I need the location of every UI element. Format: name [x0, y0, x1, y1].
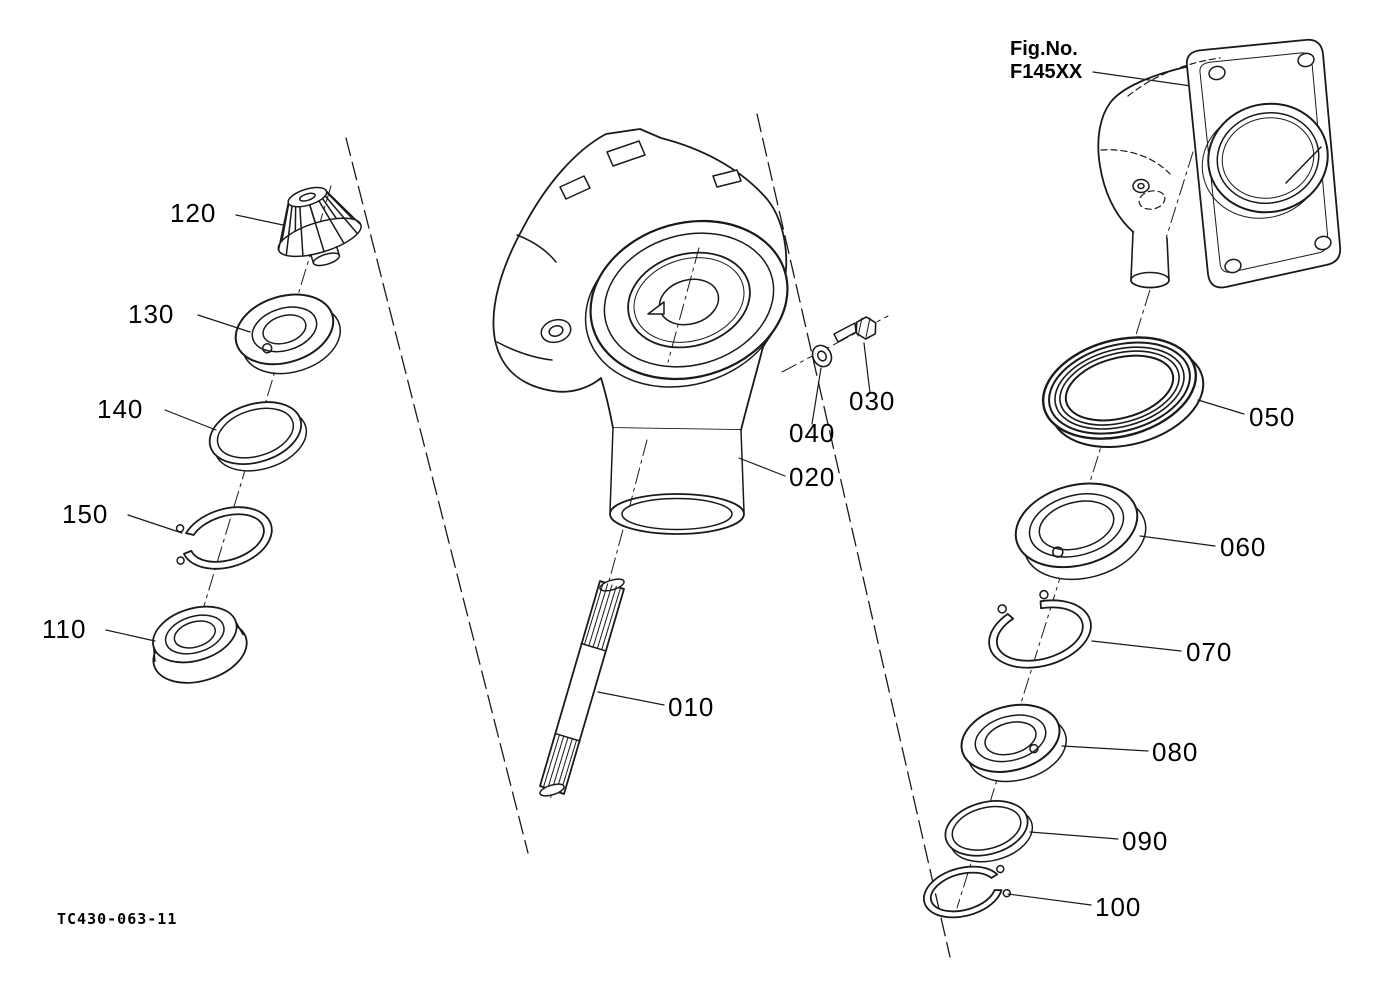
part-040-washer — [811, 344, 833, 368]
leader-140 — [164, 409, 217, 431]
fig-no-value: F145XX — [1010, 61, 1083, 83]
leader-040 — [811, 367, 822, 425]
centerline-overlays — [629, 247, 700, 506]
part-label-130: 130 — [128, 299, 175, 329]
leader-080 — [1061, 745, 1149, 752]
leader-010 — [597, 691, 665, 706]
leader-lines — [105, 214, 1245, 906]
part-label-010: 010 — [668, 692, 715, 722]
part-080-bearing — [960, 703, 1067, 783]
phantom-line-right — [756, 113, 951, 958]
part-label-060: 060 — [1220, 532, 1267, 562]
part-070-snap-ring — [988, 589, 1092, 669]
part-020-gear-case — [492, 128, 789, 535]
part-label-150: 150 — [62, 499, 109, 529]
part-label-050: 050 — [1249, 402, 1296, 432]
phantom-boundary-lines — [345, 113, 951, 958]
leader-060 — [1139, 535, 1216, 547]
leader-150 — [127, 514, 183, 534]
part-label-070: 070 — [1186, 637, 1233, 667]
part-150-snap-ring — [175, 506, 273, 570]
part-140-shim-ring — [208, 401, 308, 472]
part-label-020: 020 — [789, 462, 836, 492]
leader-050 — [1197, 399, 1245, 415]
leader-030 — [863, 342, 871, 394]
part-030-bolt — [833, 316, 877, 343]
part-120-bevel-pinion — [277, 186, 362, 267]
part-110-collar — [152, 605, 248, 684]
fig-no-label: Fig.No. — [1010, 38, 1078, 60]
leader-020 — [738, 457, 786, 477]
part-label-030: 030 — [849, 386, 896, 416]
phantom-line-left — [345, 137, 529, 854]
part-090-shim-ring — [944, 800, 1034, 863]
part-label-140: 140 — [97, 394, 144, 424]
part-label-090: 090 — [1122, 826, 1169, 856]
part-label-040: 040 — [789, 418, 836, 448]
leader-090 — [1029, 831, 1119, 840]
leader-100 — [1007, 893, 1092, 906]
part-010-splined-shaft — [539, 578, 625, 797]
drawing-number: TC430-063-11 — [57, 910, 178, 928]
part-100-snap-ring — [922, 864, 1012, 919]
part-label-110: 110 — [42, 614, 87, 644]
part-050-seal — [1041, 336, 1205, 449]
leader-110 — [105, 629, 156, 642]
part-060-bearing — [1014, 482, 1147, 581]
part-label-120: 120 — [170, 198, 217, 228]
leader-070 — [1091, 640, 1182, 652]
part-130-bearing — [234, 293, 342, 375]
part-label-080: 080 — [1152, 737, 1199, 767]
ref-housing-f145xx — [1092, 38, 1342, 289]
leader-130 — [197, 314, 251, 333]
part-label-100: 100 — [1095, 892, 1142, 922]
leader-120 — [235, 214, 284, 226]
